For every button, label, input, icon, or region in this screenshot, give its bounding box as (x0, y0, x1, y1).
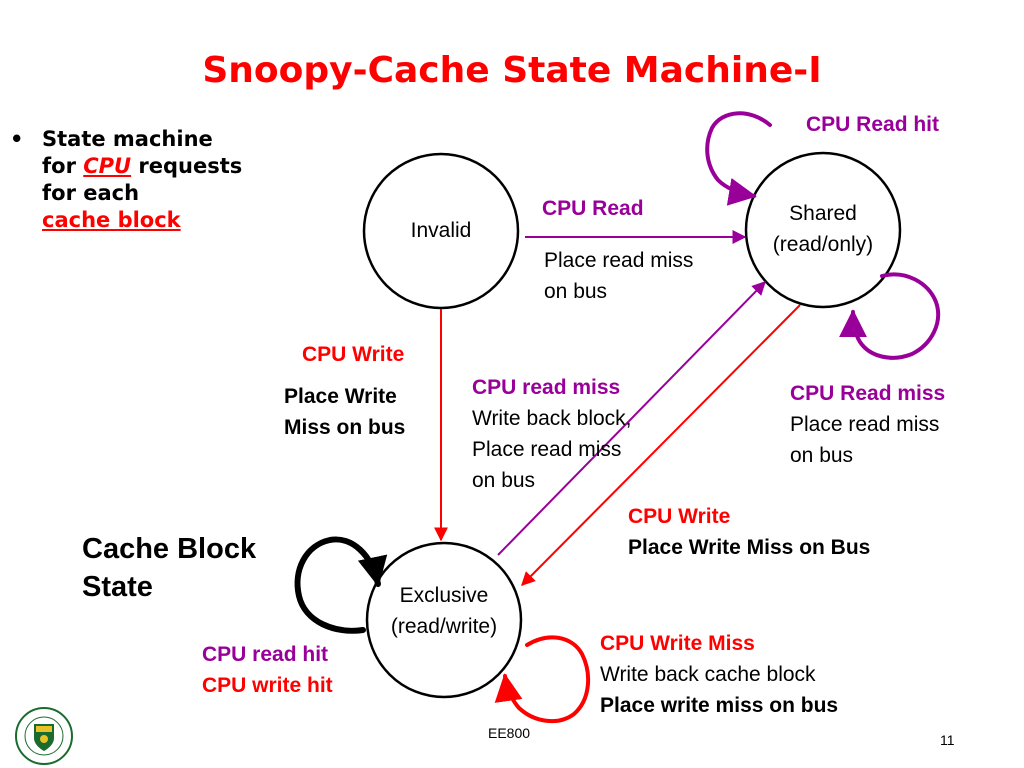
page-title: Snoopy-Cache State Machine-I (202, 50, 822, 91)
label-cpu-read-action-2: on bus (544, 280, 608, 303)
bullet-symbol: • (10, 127, 24, 151)
label-cpu-read-miss-exclusive-a3: on bus (472, 469, 536, 492)
state-exclusive-label-line-2: (read/write) (390, 615, 498, 638)
state-exclusive-label: Exclusive (read/write) (367, 580, 521, 642)
legend-line-1: Cache Block (82, 533, 257, 565)
label-cpu-read-miss-shared: CPU Read miss Place read miss on bus (790, 378, 945, 471)
label-cpu-read-miss-exclusive-a2: Place read miss (472, 438, 622, 461)
label-cpu-write-shared: CPU Write Place Write Miss on Bus (628, 501, 870, 563)
label-cpu-write: CPU Write (302, 343, 405, 366)
legend-line-2: State (82, 571, 153, 603)
loop-shared-read-hit (705, 111, 772, 206)
label-cpu-read-miss-shared-a1: Place read miss (790, 413, 940, 436)
label-cpu-read-miss-shared-title: CPU Read miss (790, 382, 946, 405)
loop-shared-read-miss (839, 272, 941, 360)
legend-cache-block-state: Cache Block State (82, 530, 256, 606)
state-shared-label: Shared (read/only) (746, 198, 900, 260)
cache-block-link[interactable]: cache block (42, 208, 181, 232)
bullet-line-3: for each (42, 181, 140, 205)
bullet-line-1: State machine (42, 127, 213, 151)
loop-exclusive-legend (294, 536, 388, 634)
label-cpu-read-hit-exclusive: CPU read hit (202, 643, 329, 666)
label-cpu-write-miss-title: CPU Write Miss (600, 632, 755, 655)
label-cpu-write-miss-a2: Place write miss on bus (600, 694, 839, 717)
label-cpu-read-miss-shared-a2: on bus (790, 444, 854, 467)
label-cpu-read-miss-exclusive-title: CPU read miss (472, 376, 621, 399)
label-cpu-write-action-2: Miss on bus (284, 416, 406, 439)
label-cpu-write-shared-title: CPU Write (628, 505, 731, 528)
state-exclusive-label-line-1: Exclusive (399, 584, 489, 607)
loop-exclusive-write-miss (494, 635, 591, 724)
arrow-exclusive-to-shared (497, 280, 766, 556)
label-cpu-read-action-1: Place read miss (544, 249, 694, 272)
arrow-shared-to-exclusive (521, 304, 801, 586)
label-cpu-write-miss: CPU Write Miss Write back cache block Pl… (600, 628, 838, 721)
university-crest-logo (15, 707, 73, 765)
cpu-link[interactable]: CPU (83, 154, 132, 178)
label-cpu-hits-exclusive: CPU read hit CPU write hit (202, 639, 333, 701)
footer-page-number: 11 (940, 732, 955, 748)
label-cpu-read: CPU Read (542, 197, 644, 220)
label-cpu-read-miss-exclusive-a1: Write back block, (472, 407, 632, 430)
label-cpu-write-action-1: Place Write (284, 385, 397, 408)
footer-course: EE800 (488, 725, 531, 741)
state-exclusive-circle (365, 541, 523, 699)
state-invalid-circle (362, 152, 520, 310)
state-invalid-label: Invalid (410, 219, 472, 242)
bullet-line-2-prefix: for (42, 154, 84, 178)
state-shared-label-line-1: Shared (789, 202, 857, 225)
label-cpu-write-miss-a1: Write back cache block (600, 663, 816, 686)
label-cpu-write-shared-a1: Place Write Miss on Bus (628, 536, 871, 559)
state-shared-label-line-2: (read/only) (772, 233, 874, 256)
label-cpu-read-hit: CPU Read hit (806, 113, 940, 136)
label-cpu-write-action: Place Write Miss on bus (284, 381, 405, 443)
label-cpu-read-miss-exclusive: CPU read miss Write back block, Place re… (472, 372, 632, 496)
label-cpu-write-hit-exclusive: CPU write hit (202, 674, 333, 697)
bullet-line-2-suffix: requests (131, 154, 243, 178)
bullet-line-2: for CPU requests (42, 153, 242, 180)
label-cpu-read-action: Place read miss on bus (544, 245, 693, 307)
